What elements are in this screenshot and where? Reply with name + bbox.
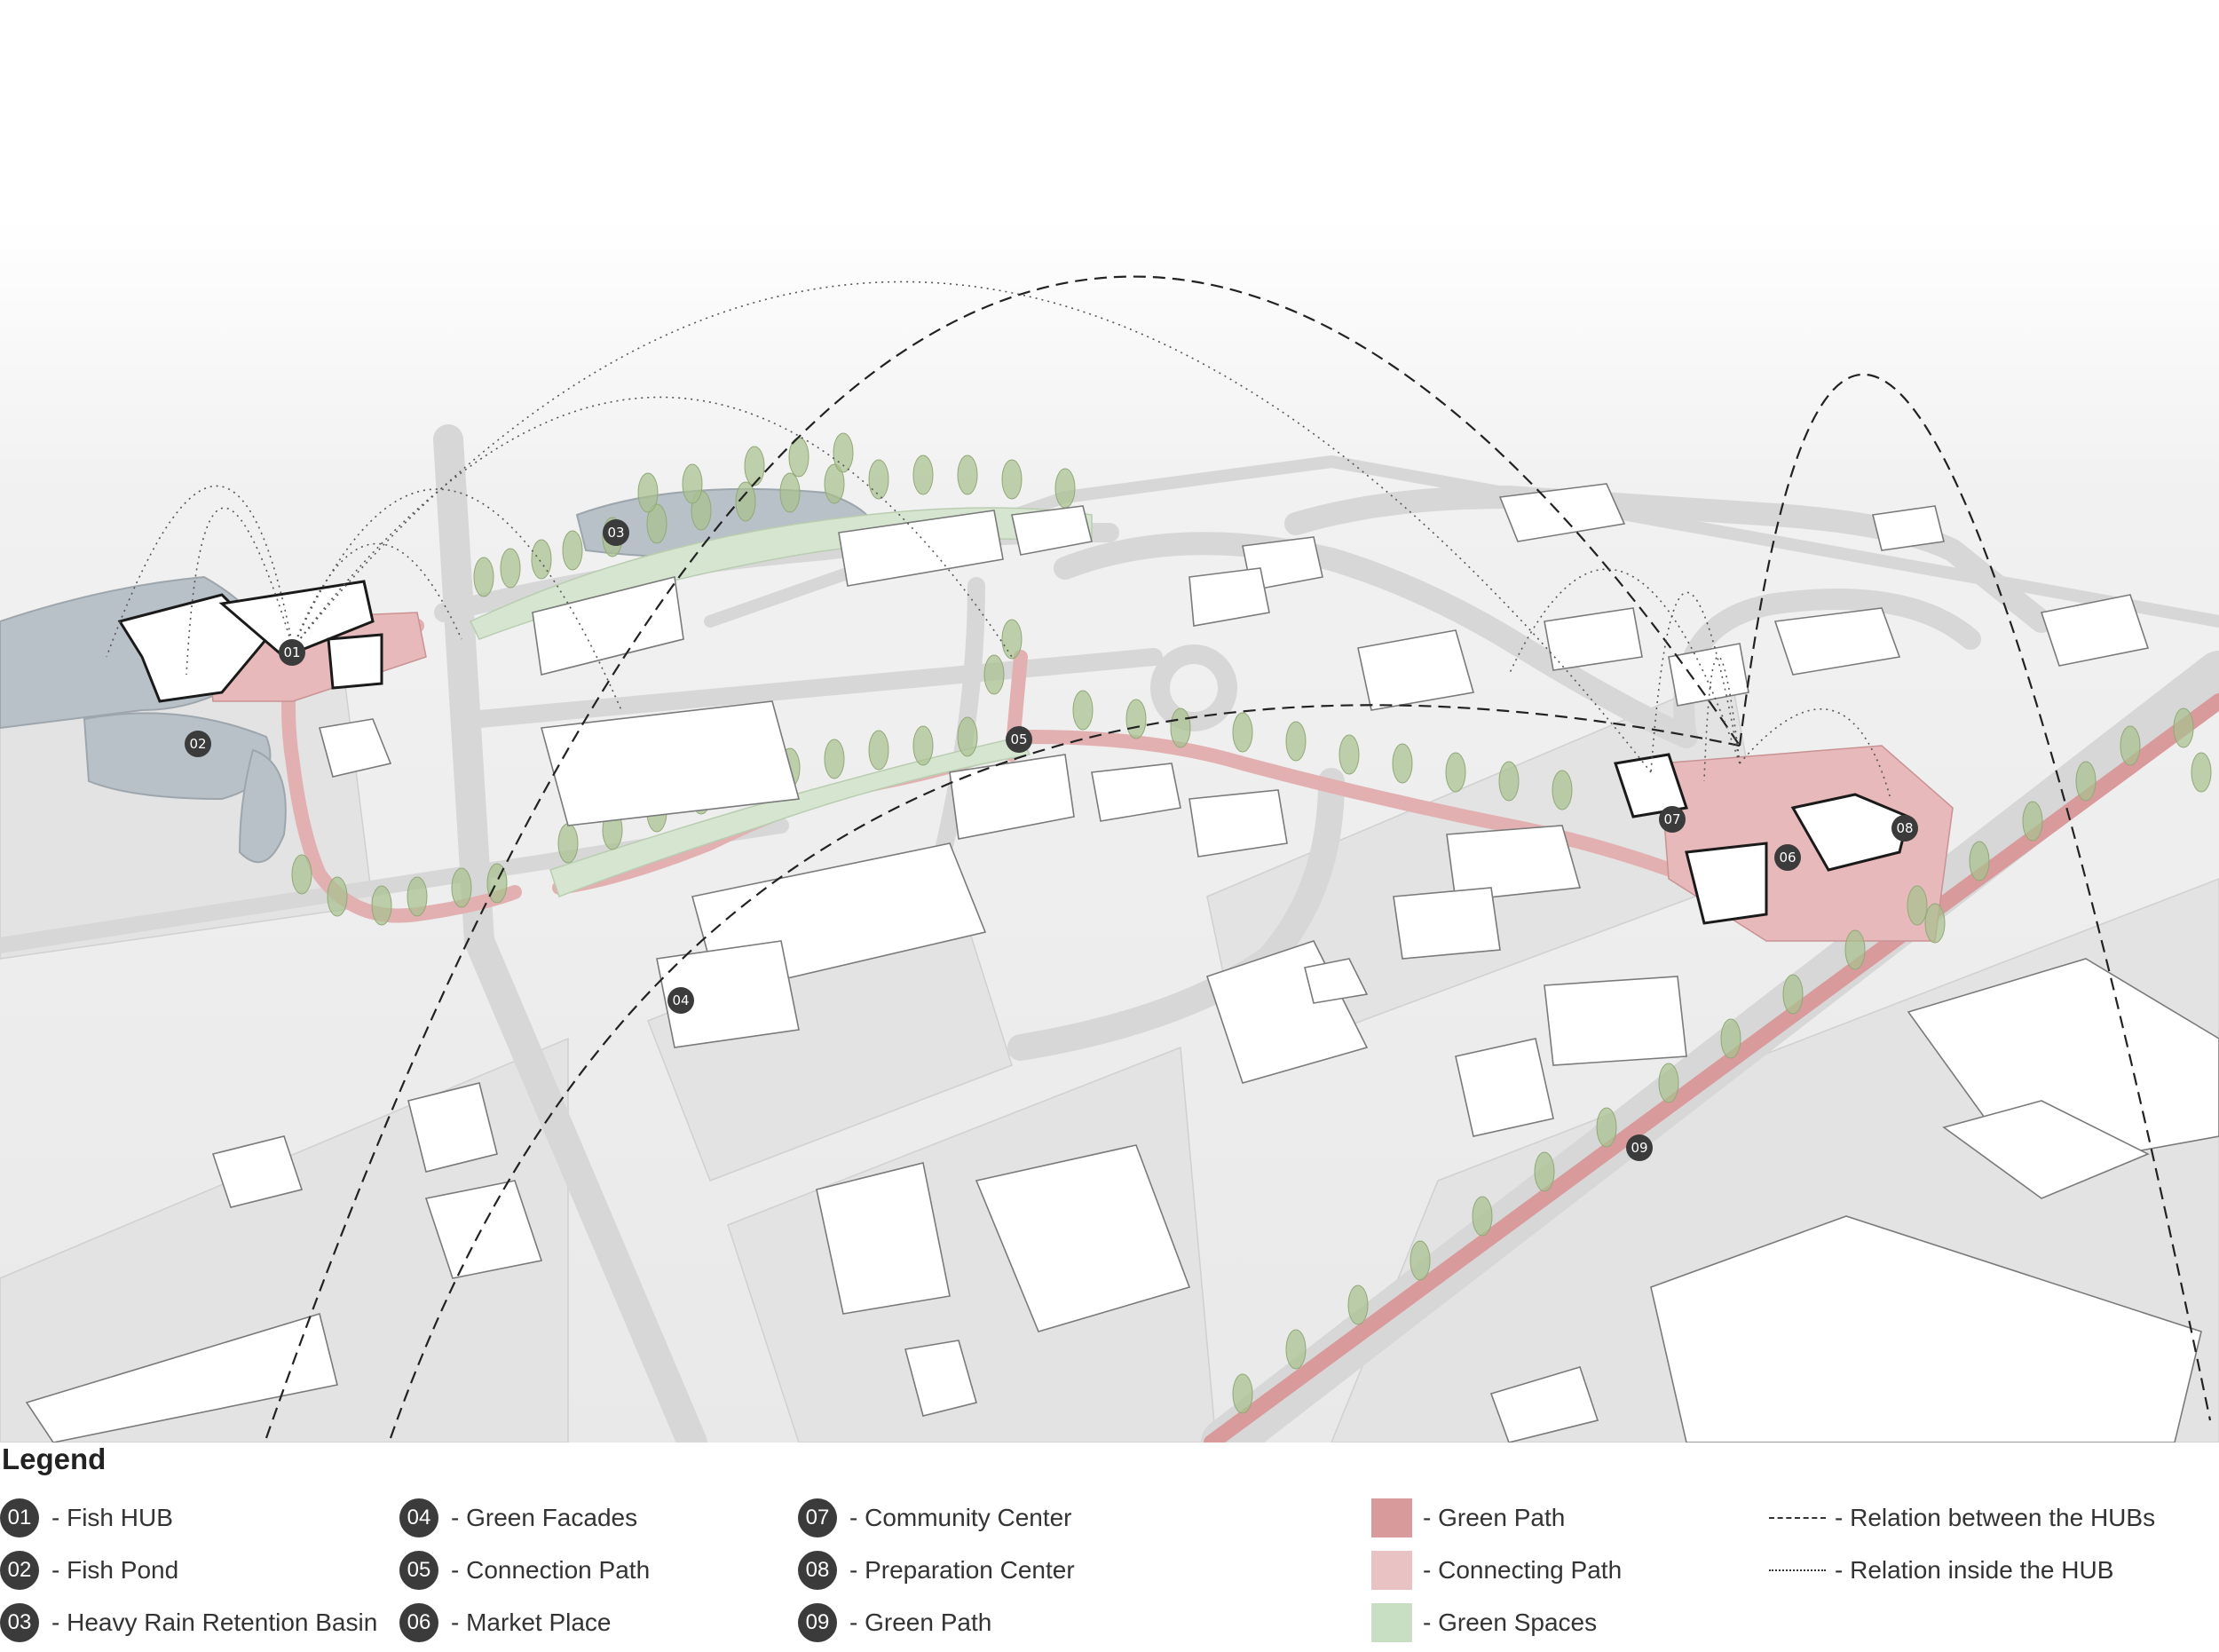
legend-item-09: 09 - Green Path (798, 1603, 991, 1642)
legend-item-06: 06 - Market Place (399, 1603, 612, 1642)
legend-badge: 04 (399, 1498, 438, 1537)
map-marker-04: 04 (667, 987, 694, 1014)
legend-item-07: 07 - Community Center (798, 1498, 1072, 1537)
map-marker-06: 06 (1774, 844, 1801, 871)
legend-item-01: 01 - Fish HUB (0, 1498, 173, 1537)
map-marker-09: 09 (1626, 1134, 1653, 1161)
legend-label: - Green Spaces (1423, 1609, 1597, 1637)
site-map: 01 02 03 04 05 06 07 08 09 (0, 0, 2219, 1443)
svg-text:02: 02 (189, 736, 206, 752)
legend-badge: 03 (0, 1603, 39, 1642)
map-marker-02: 02 (185, 731, 211, 757)
legend-label: - Market Place (451, 1609, 612, 1637)
legend-item-02: 02 - Fish Pond (0, 1551, 178, 1590)
legend-label: - Relation between the HUBs (1835, 1504, 2155, 1532)
legend-badge: 01 (0, 1498, 39, 1537)
legend-swatch-green-path: - Green Path (1371, 1498, 1565, 1537)
legend-badge: 06 (399, 1603, 438, 1642)
map-marker-08: 08 (1891, 815, 1918, 842)
legend-label: - Community Center (849, 1504, 1072, 1532)
legend-label: - Fish Pond (51, 1556, 178, 1585)
legend-swatch-connecting-path: - Connecting Path (1371, 1551, 1622, 1590)
svg-text:06: 06 (1779, 850, 1796, 866)
legend-title: Legend (2, 1443, 106, 1476)
svg-text:01: 01 (283, 644, 300, 660)
svg-text:05: 05 (1010, 731, 1027, 747)
dashed-line-icon (1769, 1517, 1826, 1519)
svg-text:09: 09 (1631, 1140, 1647, 1156)
svg-text:04: 04 (672, 992, 689, 1008)
map-marker-01: 01 (279, 639, 305, 666)
legend-badge: 02 (0, 1551, 39, 1590)
legend-label: - Preparation Center (849, 1556, 1075, 1585)
legend-label: - Connecting Path (1423, 1556, 1622, 1585)
dotted-line-icon (1769, 1569, 1826, 1571)
legend-line-inside-hub: - Relation inside the HUB (1769, 1551, 2113, 1590)
map-marker-05: 05 (1006, 726, 1032, 753)
legend-badge: 05 (399, 1551, 438, 1590)
svg-text:07: 07 (1663, 811, 1680, 827)
legend-badge: 09 (798, 1603, 837, 1642)
legend-label: - Green Path (1423, 1504, 1565, 1532)
legend-label: - Fish HUB (51, 1504, 173, 1532)
legend-item-03: 03 - Heavy Rain Retention Basin (0, 1603, 377, 1642)
legend-item-05: 05 - Connection Path (399, 1551, 650, 1590)
legend-label: - Heavy Rain Retention Basin (51, 1609, 377, 1637)
svg-text:03: 03 (607, 525, 624, 541)
legend-label: - Connection Path (451, 1556, 650, 1585)
legend-item-08: 08 - Preparation Center (798, 1551, 1075, 1590)
map-marker-07: 07 (1659, 806, 1686, 833)
legend: Legend 01 - Fish HUB 02 - Fish Pond 03 -… (0, 1443, 2219, 1652)
connecting-path-swatch (1371, 1551, 1412, 1590)
green-path-swatch (1371, 1498, 1412, 1537)
green-spaces-swatch (1371, 1603, 1412, 1642)
legend-item-04: 04 - Green Facades (399, 1498, 637, 1537)
legend-line-between-hubs: - Relation between the HUBs (1769, 1498, 2155, 1537)
legend-label: - Relation inside the HUB (1835, 1556, 2113, 1585)
legend-label: - Green Facades (451, 1504, 637, 1532)
svg-text:08: 08 (1896, 820, 1913, 836)
legend-swatch-green-spaces: - Green Spaces (1371, 1603, 1597, 1642)
map-marker-03: 03 (603, 519, 629, 546)
legend-badge: 08 (798, 1551, 837, 1590)
legend-label: - Green Path (849, 1609, 991, 1637)
legend-badge: 07 (798, 1498, 837, 1537)
